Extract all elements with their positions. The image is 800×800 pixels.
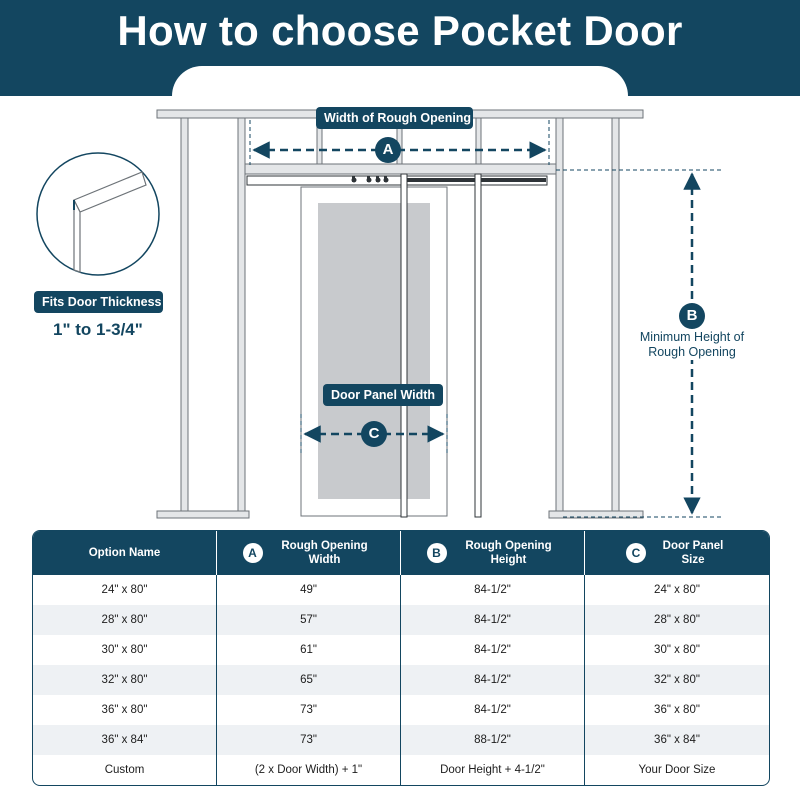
header-banner bbox=[0, 0, 800, 106]
table-cell: Your Door Size bbox=[638, 764, 716, 776]
th-rough-height: B Rough Opening Height bbox=[401, 531, 585, 575]
table-cell: 73" bbox=[217, 695, 401, 725]
size-table: Option Name A Rough Opening Width B Roug… bbox=[32, 530, 770, 786]
table-cell: 65" bbox=[217, 665, 401, 695]
thickness-value: 1" to 1-3/4" bbox=[53, 320, 143, 339]
dim-c-letter: C bbox=[361, 421, 387, 447]
dim-b-text-line2: Rough Opening bbox=[648, 345, 736, 359]
table-cell: 84-1/2" bbox=[401, 635, 585, 665]
thickness-inset-circle bbox=[36, 152, 160, 276]
table-cell: 28" x 80" bbox=[33, 605, 217, 635]
th-label: Rough Opening Height bbox=[465, 540, 552, 566]
table-cell: 36" x 84" bbox=[654, 734, 700, 746]
thickness-inset-board bbox=[73, 171, 147, 273]
th-badge: C bbox=[626, 543, 646, 563]
header-notch bbox=[172, 66, 628, 106]
table-cell: 88-1/2" bbox=[401, 725, 585, 755]
table-cell: 30" x 80" bbox=[654, 644, 700, 656]
th-label: Door Panel Size bbox=[662, 540, 724, 566]
table-row: 24" x 80"49"84-1/2"24" x 80" bbox=[33, 575, 769, 605]
dim-a-label: Width of Rough Opening bbox=[316, 107, 473, 129]
track bbox=[246, 175, 548, 186]
th-option-name: Option Name bbox=[33, 531, 217, 575]
table-row: 36" x 80"73"84-1/2"36" x 80" bbox=[33, 695, 769, 725]
dim-b-text-line1: Minimum Height of bbox=[639, 330, 745, 344]
table-cell: Door Height + 4-1/2" bbox=[401, 755, 585, 785]
dim-b-text: Minimum Height of Rough Opening bbox=[622, 330, 762, 360]
table-cell: 32" x 80" bbox=[33, 665, 217, 695]
bottom-plate-left bbox=[156, 510, 250, 519]
table-row: 32" x 80"65"84-1/2"32" x 80" bbox=[33, 665, 769, 695]
table-cell: 57" bbox=[217, 605, 401, 635]
table-cell: 36" x 80" bbox=[654, 704, 700, 716]
table-cell: 61" bbox=[217, 635, 401, 665]
table-cell: (2 x Door Width) + 1" bbox=[217, 755, 401, 785]
table-cell: 84-1/2" bbox=[401, 605, 585, 635]
pocket-door-frame-diagram bbox=[36, 109, 722, 519]
split-stud-2 bbox=[474, 173, 482, 518]
table-cell: 49" bbox=[217, 575, 401, 605]
th-badge: B bbox=[426, 543, 447, 563]
table-cell: 84-1/2" bbox=[401, 575, 585, 605]
table-cell: 36" x 84" bbox=[33, 725, 217, 755]
thickness-label: Fits Door Thickness bbox=[34, 291, 163, 313]
th-door-panel-size: C Door Panel Size bbox=[585, 531, 769, 575]
table-body: 24" x 80"49"84-1/2"24" x 80"28" x 80"57"… bbox=[33, 575, 769, 785]
stud-right-inner bbox=[555, 117, 564, 512]
th-rough-width: A Rough Opening Width bbox=[217, 531, 401, 575]
bottom-plate-right bbox=[548, 510, 644, 519]
table-row: 28" x 80"57"84-1/2"28" x 80" bbox=[33, 605, 769, 635]
stud-right-outer bbox=[611, 117, 620, 512]
table-cell: 24" x 80" bbox=[654, 584, 700, 596]
table-cell: Custom bbox=[33, 755, 217, 785]
table-row: Custom(2 x Door Width) + 1"Door Height +… bbox=[33, 755, 769, 785]
table-row: 30" x 80"61"84-1/2"30" x 80" bbox=[33, 635, 769, 665]
table-row: 36" x 84"73"88-1/2"36" x 84" bbox=[33, 725, 769, 755]
table-cell: 32" x 80" bbox=[654, 674, 700, 686]
table-cell: 36" x 80" bbox=[33, 695, 217, 725]
dim-a-letter: A bbox=[375, 137, 401, 163]
th-label: Option Name bbox=[88, 547, 161, 559]
door-glass bbox=[318, 203, 430, 499]
dim-c-label: Door Panel Width bbox=[323, 384, 443, 406]
table-header: Option Name A Rough Opening Width B Roug… bbox=[33, 531, 769, 575]
stud-left-inner bbox=[237, 117, 246, 512]
th-badge: A bbox=[242, 543, 263, 563]
table-cell: 73" bbox=[217, 725, 401, 755]
th-label: Rough Opening Width bbox=[281, 540, 368, 566]
table-cell: 84-1/2" bbox=[401, 665, 585, 695]
table-cell: 28" x 80" bbox=[654, 614, 700, 626]
page-title: How to choose Pocket Door bbox=[117, 7, 683, 54]
table-cell: 24" x 80" bbox=[33, 575, 217, 605]
cripple-stud-3 bbox=[475, 117, 482, 165]
table-cell: 84-1/2" bbox=[401, 695, 585, 725]
stud-left-outer bbox=[180, 117, 189, 512]
pocket-header bbox=[244, 163, 557, 175]
dim-b-letter: B bbox=[679, 303, 705, 329]
split-stud-1 bbox=[400, 173, 408, 518]
table-cell: 30" x 80" bbox=[33, 635, 217, 665]
rollers bbox=[351, 176, 389, 183]
